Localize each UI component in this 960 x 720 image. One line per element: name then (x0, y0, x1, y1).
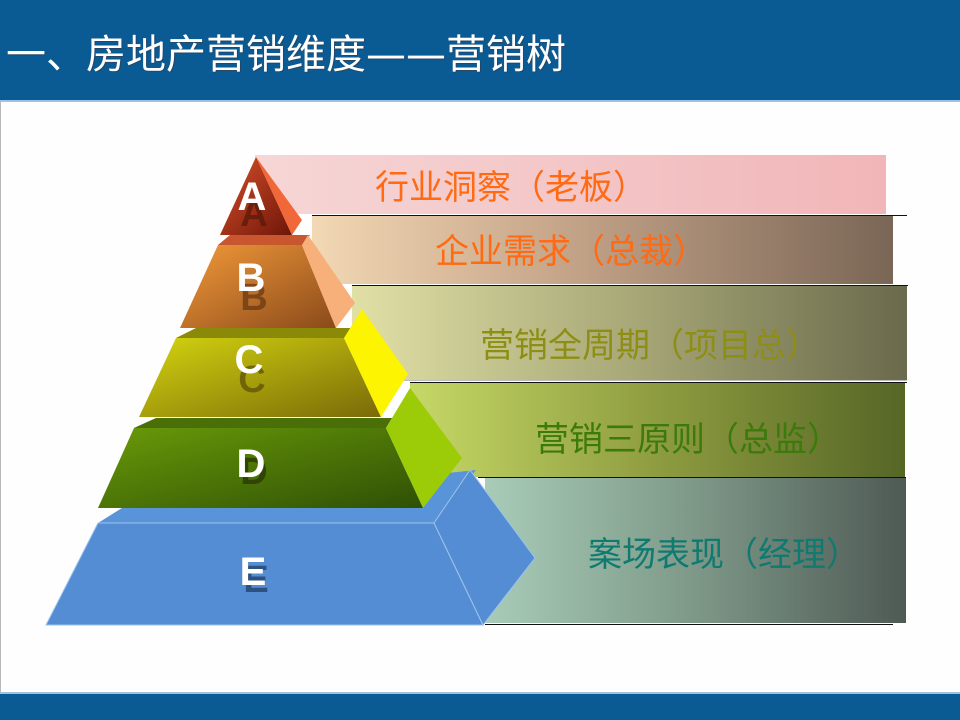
divider-rule (478, 477, 906, 478)
pyramid-layer-a (220, 157, 302, 235)
level-b-letter: B (236, 256, 266, 300)
level-c-label: 营销全周期（项目总） (480, 326, 820, 366)
left-border (0, 102, 1, 692)
divider-rule (352, 285, 908, 286)
svg-text:A: A (240, 193, 267, 235)
level-e-label: 案场表现（经理） (588, 535, 860, 575)
svg-text:E: E (243, 559, 268, 601)
svg-text:D: D (240, 451, 267, 493)
divider-rule (485, 624, 893, 625)
band-level-d (410, 383, 905, 477)
divider-rule (410, 382, 907, 383)
svg-text:C: C (238, 359, 265, 401)
level-c-letter: C (234, 338, 264, 382)
level-a-label: 行业洞察（老板） (375, 168, 647, 208)
level-a-letter: A (237, 175, 267, 219)
pyramid-layer-b (180, 235, 355, 328)
svg-text:B: B (240, 277, 267, 319)
band-level-c (352, 286, 907, 381)
band-level-b (312, 216, 893, 284)
band-level-a (255, 155, 886, 214)
level-d-letter: D (236, 442, 266, 486)
level-d-label: 营销三原则（总监） (535, 420, 841, 460)
divider-rule (312, 215, 907, 216)
slide-title: 一、房地产营销维度——营销树 (6, 32, 566, 78)
band-level-e (485, 478, 906, 623)
pyramid-layer-c (139, 309, 408, 417)
level-e-letter: E (239, 550, 267, 594)
level-b-label: 企业需求（总裁） (435, 232, 707, 272)
slide-footer (0, 692, 960, 720)
pyramid-layer-d (98, 388, 462, 508)
slide-header: 一、房地产营销维度——营销树 (0, 0, 960, 102)
